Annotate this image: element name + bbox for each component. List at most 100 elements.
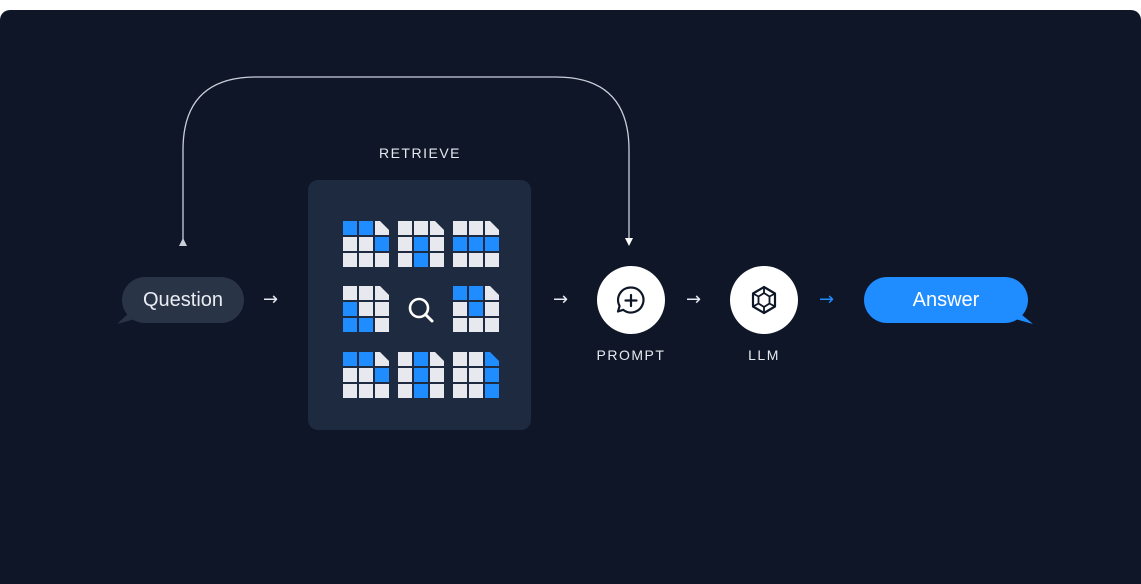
- document-grid-icon: [453, 221, 499, 267]
- document-cell: [359, 384, 373, 398]
- document-cell: [398, 253, 412, 267]
- document-cell: [359, 318, 373, 332]
- document-cell: [453, 384, 467, 398]
- bypass-arc: [179, 76, 633, 246]
- document-cell: [398, 368, 412, 382]
- document-cell: [485, 384, 499, 398]
- document-grid-icon: [343, 221, 389, 267]
- arrow-prompt-to-llm: →: [686, 289, 702, 310]
- document-cell: [359, 286, 373, 300]
- document-grid-icon: [453, 286, 499, 332]
- bypass-arc-end-arrowhead: [625, 238, 633, 246]
- document-cell: [375, 318, 389, 332]
- document-cell: [343, 368, 357, 382]
- prompt-node: [597, 266, 665, 334]
- document-cell: [469, 253, 483, 267]
- document-cell: [485, 318, 499, 332]
- arrow-question-to-retrieve: →: [263, 289, 279, 310]
- document-cell: [375, 253, 389, 267]
- document-cell: [414, 253, 428, 267]
- document-cell: [375, 286, 389, 300]
- bypass-arc-start-arrowhead: [179, 238, 187, 246]
- document-cell: [469, 318, 483, 332]
- document-cell: [359, 253, 373, 267]
- document-cell: [430, 221, 444, 235]
- document-cell: [469, 352, 483, 366]
- llm-label: LLM: [748, 347, 780, 363]
- document-cell: [485, 368, 499, 382]
- document-cell: [375, 368, 389, 382]
- cube-icon: [751, 285, 777, 315]
- document-cell: [453, 253, 467, 267]
- document-cell: [469, 237, 483, 251]
- document-cell: [359, 352, 373, 366]
- retrieve-panel: [308, 180, 531, 430]
- document-cell: [343, 286, 357, 300]
- document-cell: [430, 384, 444, 398]
- document-cell: [430, 253, 444, 267]
- document-cell: [343, 302, 357, 316]
- document-cell: [343, 253, 357, 267]
- document-cell: [453, 352, 467, 366]
- search-icon: [408, 297, 434, 323]
- document-cell: [343, 384, 357, 398]
- document-cell: [375, 384, 389, 398]
- document-cell: [414, 352, 428, 366]
- document-cell: [375, 237, 389, 251]
- document-cell: [453, 286, 467, 300]
- prompt-label: PROMPT: [596, 347, 666, 363]
- document-cell: [485, 302, 499, 316]
- document-cell: [398, 237, 412, 251]
- document-cell: [453, 221, 467, 235]
- document-grid-icon: [343, 286, 389, 332]
- document-cell: [359, 237, 373, 251]
- document-cell: [359, 302, 373, 316]
- document-cell: [485, 237, 499, 251]
- document-cell: [375, 352, 389, 366]
- document-cell: [469, 302, 483, 316]
- document-cell: [485, 352, 499, 366]
- document-cell: [430, 237, 444, 251]
- document-cell: [469, 368, 483, 382]
- document-grid-icon: [343, 352, 389, 398]
- answer-bubble: Answer: [864, 277, 1028, 323]
- document-cell: [414, 384, 428, 398]
- document-cell: [398, 221, 412, 235]
- document-cell: [398, 384, 412, 398]
- document-grid-icon: [398, 352, 444, 398]
- document-cell: [430, 352, 444, 366]
- document-cell: [453, 318, 467, 332]
- document-cell: [343, 318, 357, 332]
- document-cell: [359, 221, 373, 235]
- document-cell: [453, 237, 467, 251]
- document-cell: [453, 302, 467, 316]
- question-bubble-tail: [117, 310, 146, 324]
- document-collection: [343, 221, 499, 398]
- arrow-llm-to-answer: →: [819, 289, 835, 310]
- retrieve-label: RETRIEVE: [378, 145, 461, 161]
- document-cell: [343, 352, 357, 366]
- llm-node: [730, 266, 798, 334]
- document-cell: [469, 384, 483, 398]
- document-cell: [414, 237, 428, 251]
- document-cell: [414, 221, 428, 235]
- chat-plus-icon: [616, 286, 645, 314]
- document-cell: [375, 302, 389, 316]
- document-cell: [469, 286, 483, 300]
- document-cell: [485, 221, 499, 235]
- document-cell: [485, 253, 499, 267]
- document-cell: [343, 221, 357, 235]
- document-cell: [469, 221, 483, 235]
- document-cell: [414, 368, 428, 382]
- rag-diagram: RETRIEVE Question → → → → PROMPT LLM Ans…: [0, 10, 1141, 584]
- document-grid-icon: [398, 221, 444, 267]
- document-cell: [453, 368, 467, 382]
- document-cell: [359, 368, 373, 382]
- document-cell: [375, 221, 389, 235]
- arrow-retrieve-to-prompt: →: [553, 289, 569, 310]
- document-cell: [343, 237, 357, 251]
- document-cell: [398, 352, 412, 366]
- document-grid-icon: [453, 352, 499, 398]
- document-cell: [485, 286, 499, 300]
- document-cell: [430, 368, 444, 382]
